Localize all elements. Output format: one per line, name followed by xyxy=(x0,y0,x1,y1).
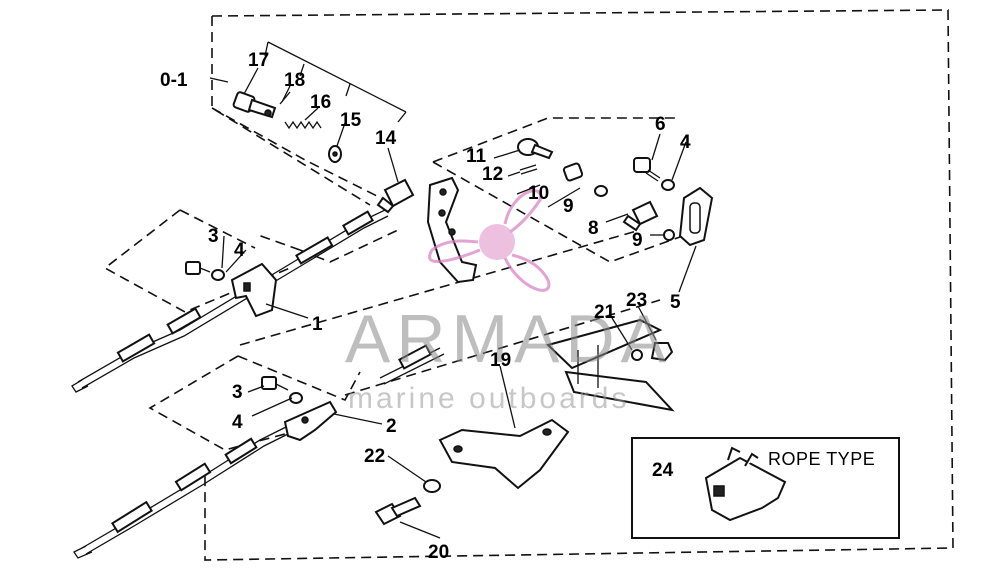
rope-type-inset: ROPE TYPE xyxy=(631,437,900,539)
part-2-bracket xyxy=(283,400,338,442)
label-14: 14 xyxy=(375,128,397,149)
label-15: 15 xyxy=(340,110,362,131)
label-9-lower: 9 xyxy=(632,230,643,251)
part-1-bracket xyxy=(230,262,278,318)
part-4-washer-upper xyxy=(661,179,675,191)
label-18: 18 xyxy=(284,70,305,91)
middle-cable xyxy=(379,344,445,385)
part-8-cable-end xyxy=(622,200,659,232)
label-0-1: 0-1 xyxy=(160,70,188,91)
label-10: 10 xyxy=(528,183,549,204)
part-3-bolt-lower xyxy=(261,376,289,391)
label-21: 21 xyxy=(594,302,616,323)
label-23: 23 xyxy=(626,290,647,311)
label-8: 8 xyxy=(588,218,599,239)
part-24-rope-bracket xyxy=(704,446,787,522)
label-9-upper: 9 xyxy=(563,196,574,217)
label-6: 6 xyxy=(655,114,666,135)
part-11-bolt xyxy=(517,138,554,160)
label-11: 11 xyxy=(466,146,487,167)
callout-labels: 0-1 17 18 16 15 14 11 12 10 9 8 9 6 4 5 … xyxy=(160,50,691,563)
label-22: 22 xyxy=(364,446,385,467)
label-20: 20 xyxy=(428,542,449,563)
part-14-cable-end xyxy=(376,178,415,214)
part-10-collar xyxy=(562,162,608,197)
part-16-spring xyxy=(284,120,322,130)
link-group-border xyxy=(432,117,706,263)
label-3-lower: 3 xyxy=(232,382,243,403)
label-4-lower: 4 xyxy=(232,412,243,433)
subassembly-0-1-border xyxy=(211,107,399,263)
label-17: 17 xyxy=(248,50,269,71)
label-4-upper: 4 xyxy=(680,132,691,153)
part-15-washer xyxy=(328,145,342,163)
label-2: 2 xyxy=(386,416,397,437)
lower-cable xyxy=(73,419,305,559)
label-16: 16 xyxy=(310,92,331,113)
part-17-bolt xyxy=(232,91,277,119)
label-24: 24 xyxy=(652,460,674,481)
assembly-border xyxy=(204,9,954,561)
label-12: 12 xyxy=(482,164,503,185)
label-5: 5 xyxy=(670,292,681,313)
part-23-nut xyxy=(650,342,674,362)
label-1: 1 xyxy=(312,314,323,335)
bracket-2-group-border xyxy=(148,355,361,451)
part-9-washer xyxy=(663,229,675,241)
label-4-middle: 4 xyxy=(234,240,245,261)
part-18-pin xyxy=(279,91,291,105)
part-3-bolt-upper xyxy=(185,261,211,275)
part-4-washer-lower xyxy=(289,392,303,404)
part-12-pin xyxy=(519,164,538,175)
lever-arm xyxy=(426,176,478,284)
part-6-bolt xyxy=(633,157,661,182)
part-19-mount-plate xyxy=(438,418,570,490)
watermark-brand: ARMADA xyxy=(345,301,672,377)
part-22-washer xyxy=(423,479,441,493)
part-20-bolt xyxy=(374,496,422,526)
upper-cable xyxy=(71,209,389,393)
part-5-link xyxy=(678,186,714,247)
watermark-tagline: marine outboards xyxy=(348,382,629,415)
inset-title: ROPE TYPE xyxy=(768,449,875,469)
label-19: 19 xyxy=(490,350,511,371)
group-bracket-0-1 xyxy=(264,41,407,123)
label-3-upper: 3 xyxy=(208,226,219,247)
leader-lines xyxy=(209,67,709,539)
tiller-tube xyxy=(546,318,675,412)
watermark-propeller-icon xyxy=(428,189,551,292)
part-21-nut xyxy=(631,349,643,361)
part-4-washer-middle xyxy=(211,269,225,281)
cable-path xyxy=(239,229,661,396)
